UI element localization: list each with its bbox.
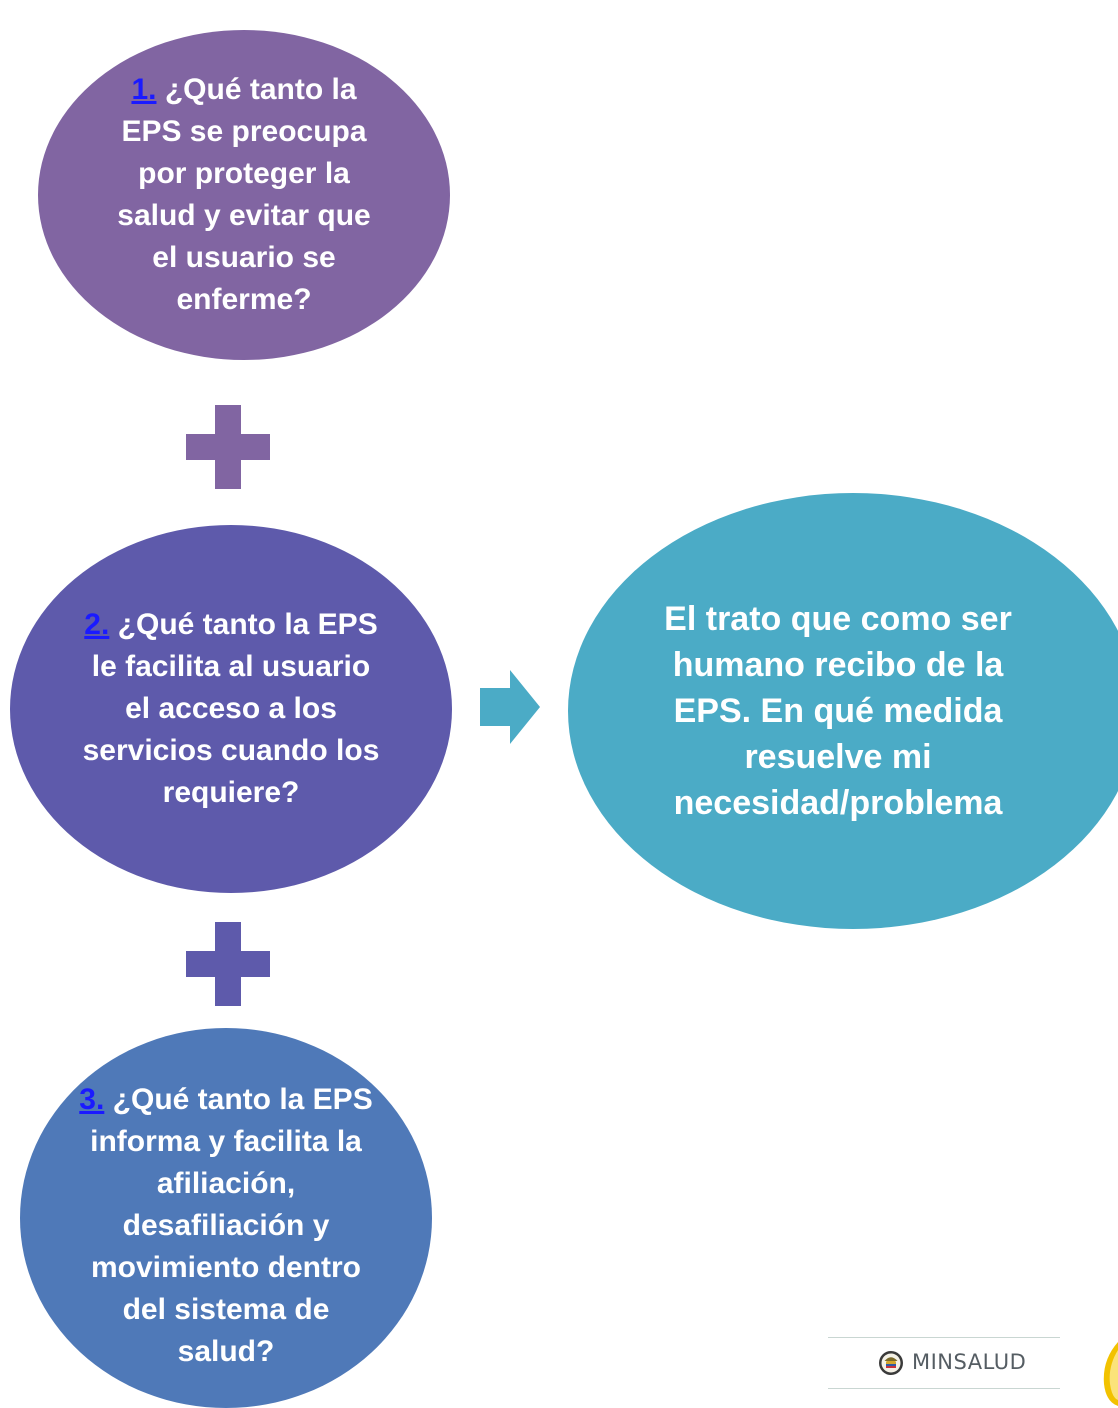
- minsalud-text: MINSALUD: [912, 1350, 1027, 1374]
- result-node: El trato que como ser humano recibo de l…: [568, 493, 1118, 929]
- question-3-text: 3. ¿Qué tanto la EPS informa y facilita …: [71, 1063, 381, 1373]
- question-2-text: 2. ¿Qué tanto la EPS le facilita al usua…: [76, 604, 386, 814]
- question-3-label: ¿Qué tanto la EPS informa y facilita la …: [90, 1083, 373, 1368]
- arrow-right-icon: [480, 670, 540, 744]
- plus-icon: [186, 405, 270, 489]
- colombia-seal-icon: [879, 1351, 903, 1375]
- result-text: El trato que como ser humano recibo de l…: [664, 600, 1012, 822]
- question-3-link[interactable]: 3.: [79, 1083, 105, 1116]
- plus-icon: [186, 922, 270, 1006]
- question-1-label: ¿Qué tanto la EPS se preocupa por proteg…: [117, 73, 371, 316]
- minsalud-logo: MINSALUD: [828, 1337, 1060, 1389]
- partial-logo-icon: [1103, 1342, 1118, 1406]
- question-2-label: ¿Qué tanto la EPS le facilita al usuario…: [82, 608, 380, 809]
- question-2-link[interactable]: 2.: [84, 608, 110, 641]
- question-node-2: 2. ¿Qué tanto la EPS le facilita al usua…: [10, 525, 452, 893]
- question-1-text: 1. ¿Qué tanto la EPS se preocupa por pro…: [109, 69, 379, 321]
- question-node-1: 1. ¿Qué tanto la EPS se preocupa por pro…: [38, 30, 450, 360]
- question-node-3: 3. ¿Qué tanto la EPS informa y facilita …: [20, 1028, 432, 1408]
- question-1-link[interactable]: 1.: [131, 73, 157, 106]
